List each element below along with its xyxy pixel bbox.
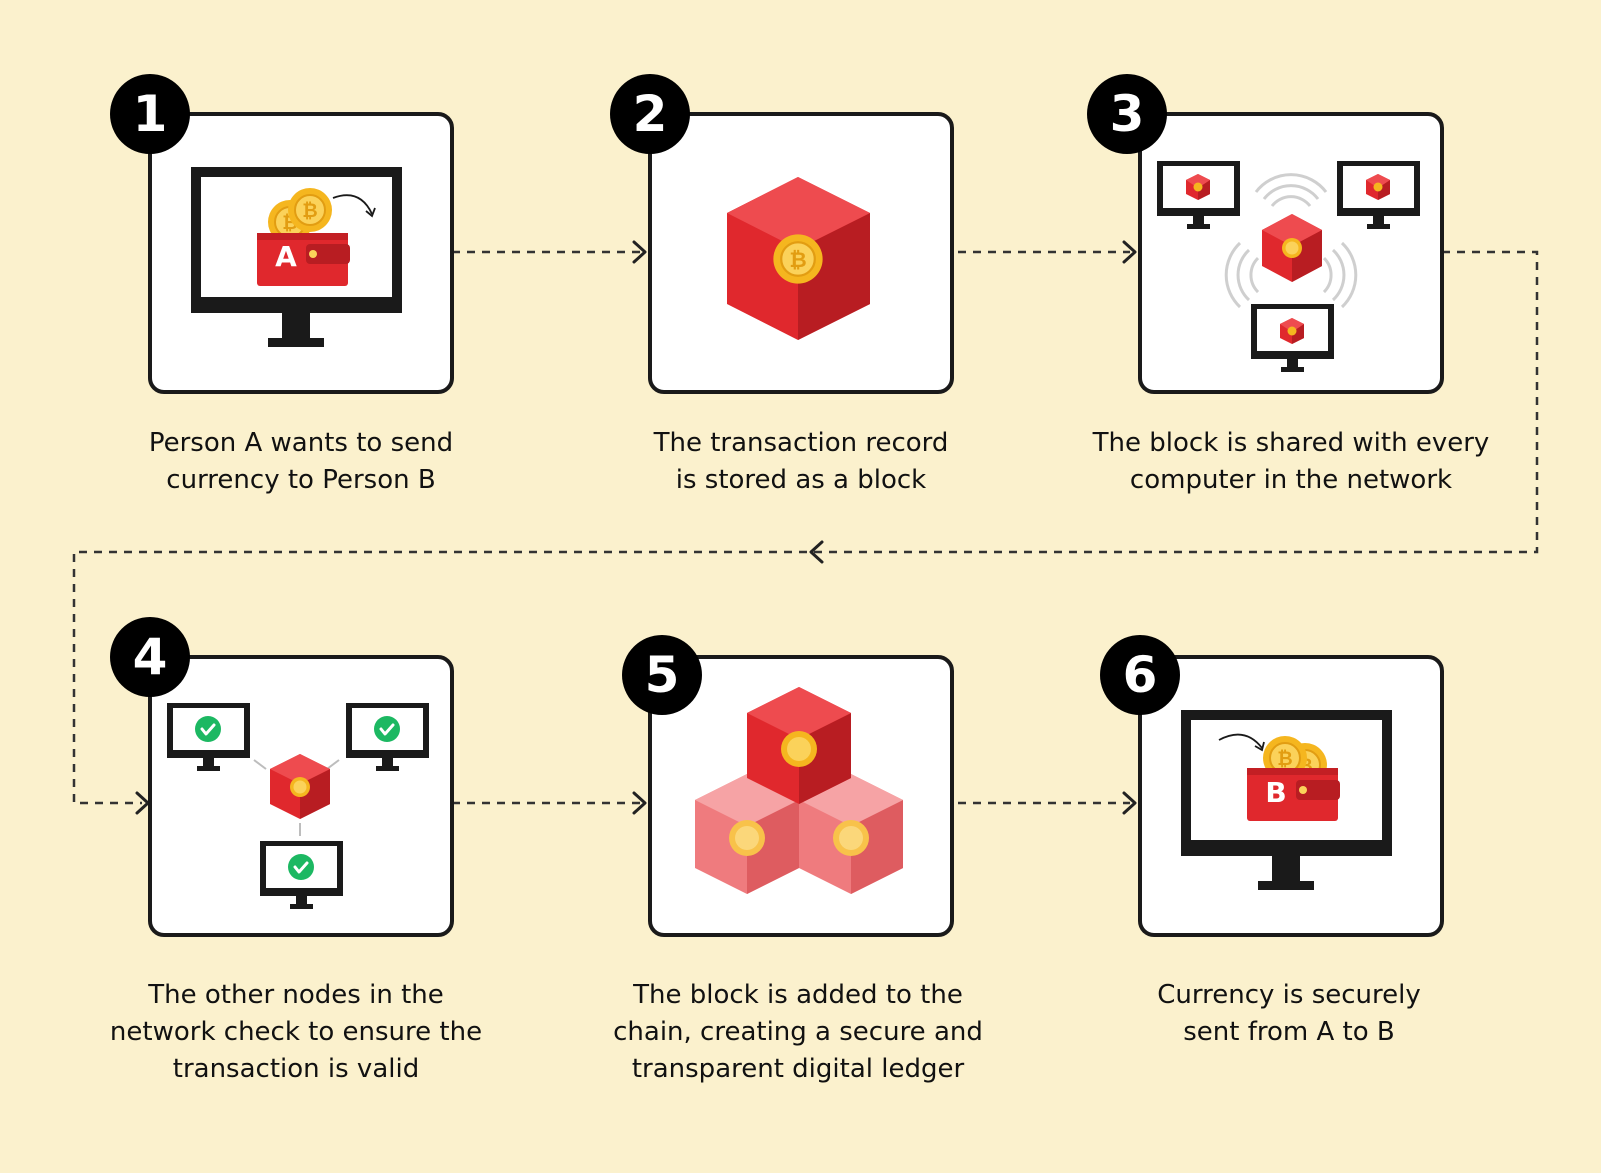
step-4-caption: The other nodes in the network check to …	[76, 977, 516, 1088]
number-badges: 1 2 3 4 5 6	[110, 74, 1180, 715]
caption-line: The other nodes in the	[148, 980, 444, 1010]
step-5-badge: 5	[622, 635, 702, 715]
caption-line: transaction is valid	[172, 1054, 420, 1084]
caption-line: computer in the network	[1129, 465, 1453, 495]
connectors	[72, 250, 1539, 805]
sender-wallet-label: A	[275, 240, 297, 273]
step-3-badge: 3	[1087, 74, 1167, 154]
caption-line: sent from A to B	[1183, 1017, 1395, 1047]
step-6-number: 6	[1123, 646, 1158, 704]
monitor-icon	[1251, 304, 1334, 372]
step-2-caption: The transaction record is stored as a bl…	[581, 425, 1021, 499]
wallet-b-monitor-icon: B	[1181, 710, 1392, 890]
step-6-caption: Currency is securely sent from A to B	[1069, 977, 1509, 1051]
caption-line: currency to Person B	[166, 465, 436, 495]
arrowhead-icon	[1122, 791, 1137, 815]
step-3-caption: The block is shared with every computer …	[1071, 425, 1511, 499]
wallet-a-monitor-icon: A	[191, 167, 402, 347]
arrowheads	[135, 240, 1137, 815]
arrowhead-icon	[809, 540, 824, 564]
verified-monitor-icon	[260, 841, 343, 909]
caption-line: Currency is securely	[1157, 980, 1421, 1010]
step-4-number: 4	[133, 628, 168, 686]
caption-line: The block is added to the	[633, 980, 963, 1010]
monitor-icon	[1337, 161, 1420, 229]
node-verification-icon	[167, 703, 429, 909]
step-2-badge: 2	[610, 74, 690, 154]
receiver-wallet-label: B	[1265, 776, 1286, 809]
caption-line: is stored as a block	[675, 465, 927, 495]
chained-block-left	[695, 774, 799, 894]
caption-line: The block is shared with every	[1092, 428, 1490, 458]
center-block-icon	[270, 754, 330, 819]
step-1-number: 1	[133, 85, 168, 143]
step-5-number: 5	[645, 646, 680, 704]
blockchain-stack-icon	[695, 687, 903, 894]
step-4-badge: 4	[110, 617, 190, 697]
monitor-icon	[1157, 161, 1240, 229]
network-broadcast-icon	[1157, 161, 1420, 372]
connector-3-4	[72, 250, 1539, 805]
caption-line: transparent digital ledger	[631, 1054, 965, 1084]
step-5-caption: The block is added to the chain, creatin…	[578, 977, 1018, 1088]
arrowhead-icon	[632, 791, 647, 815]
center-block-icon	[1262, 214, 1322, 282]
caption-line: chain, creating a secure and	[613, 1017, 983, 1047]
caption-line: The transaction record	[653, 428, 949, 458]
step-1-badge: 1	[110, 74, 190, 154]
step-6-badge: 6	[1100, 635, 1180, 715]
arrowhead-icon	[1122, 240, 1137, 264]
step-2-number: 2	[633, 85, 668, 143]
step-1-caption: Person A wants to send currency to Perso…	[81, 425, 521, 499]
caption-line: network check to ensure the	[109, 1017, 483, 1047]
new-block-top	[747, 687, 851, 804]
caption-line: Person A wants to send	[148, 428, 454, 458]
signal-waves-icon	[1224, 173, 1358, 309]
verified-monitor-icon	[346, 703, 429, 771]
arrowhead-icon	[135, 791, 150, 815]
step-3-number: 3	[1110, 85, 1145, 143]
verified-monitor-icon	[167, 703, 250, 771]
arrowhead-icon	[632, 240, 647, 264]
bitcoin-block-icon	[727, 177, 870, 340]
